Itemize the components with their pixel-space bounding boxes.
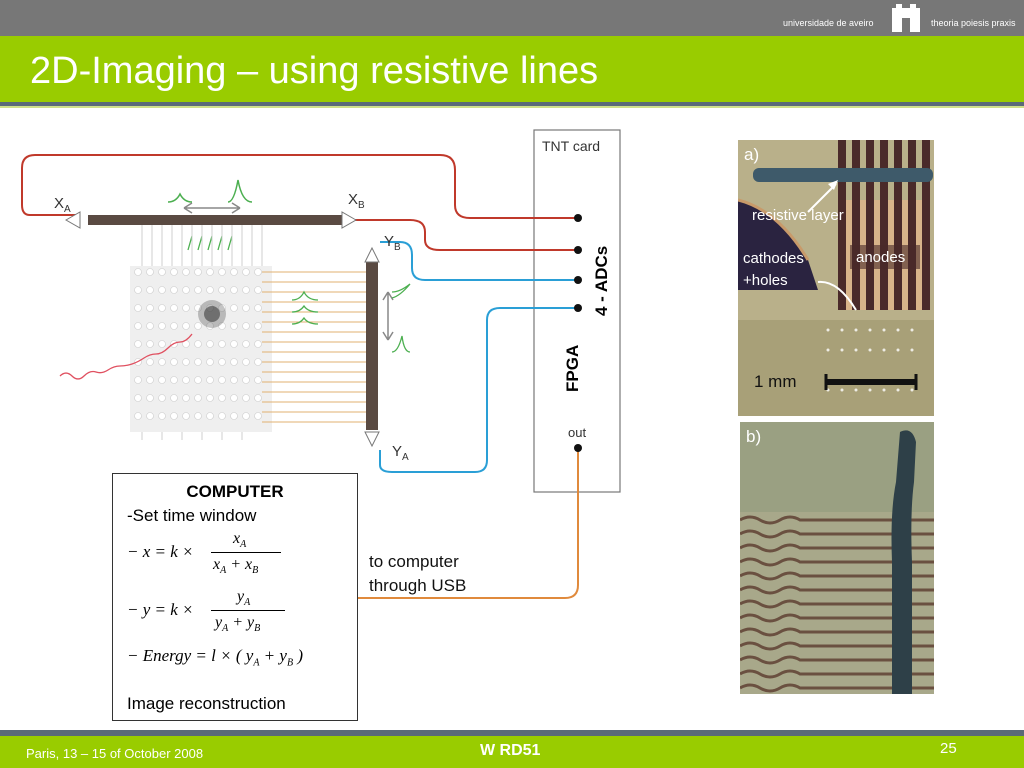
tnt-card-label: TNT card bbox=[542, 138, 600, 154]
x-strip-signals-icon bbox=[187, 235, 233, 251]
micrograph-a-image: a) resistive layer cathodes +holes anode… bbox=[738, 140, 934, 416]
footer-place-date: Paris, 13 – 15 of October 2008 bbox=[26, 746, 204, 761]
y-resistive-line bbox=[366, 262, 378, 430]
resistive-layer-label: resistive layer bbox=[752, 207, 844, 224]
usb-output-line bbox=[358, 448, 579, 599]
eq-x-den: xA + xB bbox=[213, 556, 259, 577]
xb-sub: B bbox=[358, 200, 365, 211]
yb-signal-line bbox=[380, 241, 578, 281]
xb-arrow-icon bbox=[341, 211, 358, 229]
resistive-strip bbox=[891, 430, 916, 694]
holes-label: +holes bbox=[743, 272, 788, 289]
xa-label: X bbox=[54, 195, 64, 212]
out-label: out bbox=[568, 425, 586, 440]
resistive-layer-arrow-icon bbox=[807, 183, 837, 213]
fpga-label: FPGA bbox=[563, 345, 582, 392]
ya-arrow-icon bbox=[364, 431, 380, 448]
yb-arrow-icon bbox=[364, 246, 380, 263]
xb-signal-line bbox=[340, 219, 578, 251]
university-logo-icon bbox=[892, 4, 920, 32]
xa-signal-line bbox=[21, 154, 578, 219]
eq-y-den: yA + yB bbox=[215, 614, 261, 635]
x-double-arrow-icon bbox=[183, 202, 241, 214]
university-name: universidade de aveiro bbox=[783, 18, 874, 28]
eq-y-fraction-bar bbox=[211, 610, 285, 611]
yb-pulse-icon bbox=[391, 283, 411, 299]
svg-text:YA: YA bbox=[392, 443, 409, 463]
university-motto: theoria poiesis praxis bbox=[931, 18, 1016, 28]
resistive-lines-diagram: TNT card 4 - ADCs FPGA out XA XB bbox=[21, 129, 621, 599]
xb-pulse-icon bbox=[227, 179, 253, 203]
xb-label: X bbox=[348, 191, 358, 208]
through-usb-label: through USB bbox=[369, 576, 466, 595]
ya-sub: A bbox=[402, 452, 409, 463]
photo-b-label: b) bbox=[746, 427, 761, 446]
adc-input-2 bbox=[574, 246, 582, 254]
xa-sub: A bbox=[64, 204, 71, 215]
yb-sub: B bbox=[394, 242, 401, 253]
y-double-arrow-icon bbox=[382, 291, 394, 341]
bottom-strips bbox=[141, 432, 243, 440]
x-resistive-line bbox=[88, 215, 342, 225]
y-strip-signals-icon bbox=[291, 290, 319, 325]
cathodes-label: cathodes bbox=[743, 250, 804, 267]
pixel-dots bbox=[134, 268, 262, 420]
y-strips bbox=[262, 271, 366, 423]
scale-label: 1 mm bbox=[754, 372, 797, 391]
slide-title: 2D-Imaging – using resistive lines bbox=[30, 50, 599, 92]
ya-signal-line bbox=[379, 307, 578, 473]
svg-text:YB: YB bbox=[384, 233, 401, 253]
xa-arrow-icon bbox=[64, 211, 81, 229]
out-connector bbox=[574, 444, 582, 452]
svg-text:XA: XA bbox=[54, 195, 71, 215]
header-divider bbox=[0, 102, 1024, 106]
adcs-label: 4 - ADCs bbox=[592, 246, 611, 316]
xa-pulse-icon bbox=[167, 192, 193, 203]
eq-energy: − Energy = l × ( yA + yB ) bbox=[127, 646, 303, 669]
photo-a-label: a) bbox=[744, 145, 759, 164]
pixel-grid bbox=[130, 266, 272, 432]
footer-event: W RD51 bbox=[480, 742, 541, 759]
footer-divider bbox=[0, 730, 1024, 736]
yb-label: Y bbox=[384, 233, 394, 250]
top-bar bbox=[0, 0, 1024, 36]
set-time-window: -Set time window bbox=[127, 506, 257, 525]
eq-x-lhs: − x = k × bbox=[127, 542, 194, 561]
image-reconstruction: Image reconstruction bbox=[127, 694, 286, 713]
ya-pulse-icon bbox=[391, 335, 411, 353]
page-number: 25 bbox=[940, 740, 957, 757]
svg-text:XB: XB bbox=[348, 191, 365, 211]
adc-input-4 bbox=[574, 304, 582, 312]
eq-y-num: yA bbox=[237, 588, 251, 609]
to-computer-label: to computer bbox=[369, 552, 459, 571]
computer-box: COMPUTER -Set time window − x = k × xA x… bbox=[112, 473, 358, 721]
cathodes-arrow-icon bbox=[817, 280, 857, 311]
footer-bar bbox=[0, 736, 1024, 768]
photon-wave-icon bbox=[59, 333, 193, 380]
ya-label: Y bbox=[392, 443, 402, 460]
eq-x-num: xA bbox=[233, 530, 247, 551]
adc-input-3 bbox=[574, 276, 582, 284]
x-strips bbox=[141, 225, 263, 270]
anodes-label: anodes bbox=[856, 249, 905, 266]
computer-title: COMPUTER bbox=[186, 482, 284, 501]
eq-x-fraction-bar bbox=[211, 552, 281, 553]
header-divider-light bbox=[0, 106, 1024, 108]
title-bar bbox=[0, 36, 1024, 102]
adc-input-1 bbox=[574, 214, 582, 222]
micrograph-b-image: b) bbox=[740, 422, 934, 694]
eq-y-lhs: − y = k × bbox=[127, 600, 194, 619]
